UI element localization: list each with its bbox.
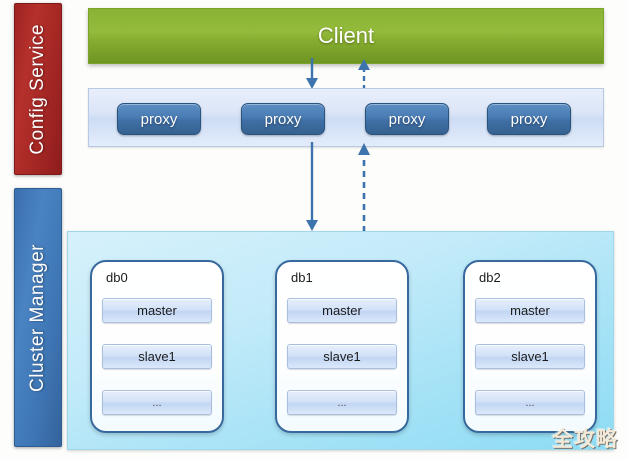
proxy-node-2-label: proxy	[388, 110, 426, 128]
proxy-layer: proxy proxy proxy proxy	[88, 88, 604, 147]
db-group-2-title: db2	[479, 270, 501, 285]
sidebar-item-cluster-manager: Cluster Manager	[14, 188, 62, 447]
proxy-node-1[interactable]: proxy	[241, 103, 325, 135]
db-cluster-container: db0 master slave1 ... db1 master slave1 …	[67, 231, 614, 450]
proxy-node-0[interactable]: proxy	[117, 103, 201, 135]
arrow-proxy-to-db-icon	[306, 142, 318, 231]
db-group-1-node-master-label: master	[322, 303, 362, 318]
db-group-0-node-slave1-label: slave1	[138, 349, 176, 364]
config-service-label: Config Service	[27, 23, 48, 155]
db-group-0-node-master-label: master	[137, 303, 177, 318]
db-group-2-node-slave1[interactable]: slave1	[475, 344, 585, 369]
db-group-0: db0 master slave1 ...	[90, 260, 224, 433]
db-group-2-node-slave1-label: slave1	[511, 349, 549, 364]
client-label: Client	[317, 23, 375, 48]
watermark: 全攻略	[552, 427, 618, 451]
db-group-0-node-more[interactable]: ...	[102, 390, 212, 415]
proxy-node-0-label: proxy	[140, 110, 178, 128]
proxy-node-3-label: proxy	[510, 110, 548, 128]
proxy-node-1-label: proxy	[264, 110, 302, 128]
db-group-1-title: db1	[291, 270, 313, 285]
sidebar-item-config-service: Config Service	[14, 3, 62, 175]
db-group-2: db2 master slave1 ...	[463, 260, 597, 433]
db-group-1-node-slave1-label: slave1	[323, 349, 361, 364]
db-group-0-node-more-label: ...	[152, 396, 162, 409]
db-group-1: db1 master slave1 ...	[275, 260, 409, 433]
db-group-1-node-more[interactable]: ...	[287, 390, 397, 415]
db-group-2-node-master-label: master	[510, 303, 550, 318]
db-group-2-node-more[interactable]: ...	[475, 390, 585, 415]
proxy-node-2[interactable]: proxy	[365, 103, 449, 135]
db-group-1-node-master[interactable]: master	[287, 298, 397, 323]
db-group-2-node-master[interactable]: master	[475, 298, 585, 323]
arrow-db-to-proxy-icon	[358, 143, 370, 232]
db-group-0-node-master[interactable]: master	[102, 298, 212, 323]
db-group-0-node-slave1[interactable]: slave1	[102, 344, 212, 369]
cluster-manager-label: Cluster Manager	[27, 243, 48, 392]
db-group-1-node-more-label: ...	[337, 396, 347, 409]
db-group-1-node-slave1[interactable]: slave1	[287, 344, 397, 369]
client-block: Client	[88, 8, 604, 64]
db-group-2-node-more-label: ...	[525, 396, 535, 409]
db-group-0-title: db0	[106, 270, 128, 285]
proxy-node-3[interactable]: proxy	[487, 103, 571, 135]
